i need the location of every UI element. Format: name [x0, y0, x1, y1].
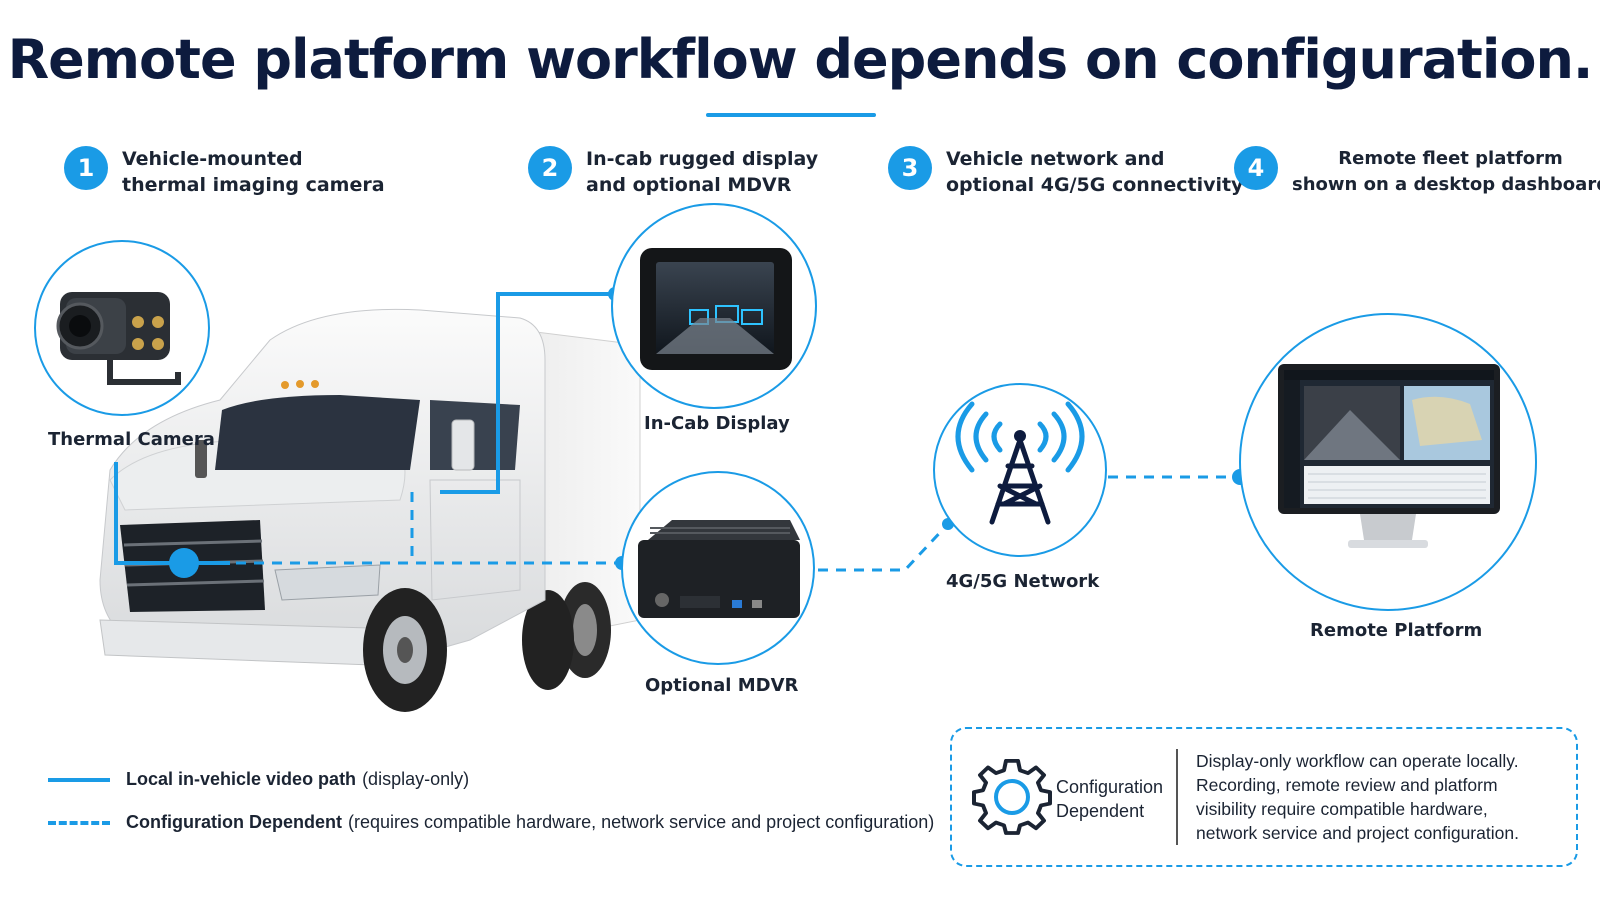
desktop-monitor-icon: [1278, 364, 1500, 548]
thermal-camera-icon: [56, 292, 181, 385]
step-1-line1: Vehicle-mounted: [122, 148, 303, 170]
step-2-text: In-cab rugged display and optional MDVR: [586, 146, 818, 198]
step-3: 3 Vehicle network and optional 4G/5G con…: [888, 146, 1243, 198]
configuration-note-title: Configuration Dependent: [1056, 775, 1163, 823]
step-3-number: 3: [888, 146, 932, 190]
step-4-number: 4: [1234, 146, 1278, 190]
configuration-note-title-line1: Configuration: [1056, 777, 1164, 797]
page-title: Remote platform workflow depends on conf…: [7, 28, 1594, 91]
step-4-text: Remote fleet platform shown on a desktop…: [1292, 146, 1600, 198]
legend-dashed-line: [48, 820, 110, 825]
in-cab-display-label: In-Cab Display: [644, 413, 790, 434]
step-4: 4 Remote fleet platform shown on a deskt…: [1234, 146, 1600, 198]
configuration-note-box: Configuration Dependent Display-only wor…: [950, 727, 1578, 867]
step-1-text: Vehicle-mounted thermal imaging camera: [122, 146, 385, 198]
configuration-note-line: visibility require compatible hardware,: [1196, 799, 1488, 819]
configuration-note-line: network service and project configuratio…: [1196, 823, 1519, 843]
configuration-note-line: Recording, remote review and platform: [1196, 775, 1498, 795]
step-4-line1: Remote fleet platform: [1338, 148, 1563, 169]
legend-solid-title: Local in-vehicle video path: [126, 769, 357, 789]
legend-dashed-title: Configuration Dependent: [126, 812, 342, 832]
step-3-line2: optional 4G/5G connectivity: [946, 174, 1244, 196]
step-1-number: 1: [64, 146, 108, 190]
legend-solid: Local in-vehicle video path (display-onl…: [48, 769, 469, 790]
step-3-line1: Vehicle network and: [946, 148, 1165, 170]
legend-dashed: Configuration Dependent (requires compat…: [48, 812, 934, 833]
mdvr-icon: [638, 520, 800, 618]
legend-dashed-note: (requires compatible hardware, network s…: [347, 812, 935, 832]
legend-solid-line: [48, 777, 110, 782]
step-1: 1 Vehicle-mounted thermal imaging camera: [64, 146, 385, 198]
optional-mdvr-label: Optional MDVR: [645, 675, 799, 696]
in-cab-display-node: [611, 203, 817, 409]
legend-solid-note: (display-only): [362, 769, 470, 789]
gear-icon: [972, 759, 1052, 835]
step-1-line2: thermal imaging camera: [122, 174, 385, 196]
network-node: [933, 383, 1107, 557]
step-2: 2 In-cab rugged display and optional MDV…: [528, 146, 818, 198]
cell-tower-icon: [955, 401, 1085, 525]
configuration-note-description: Display-only workflow can operate locall…: [1196, 749, 1566, 845]
thermal-camera-node: [34, 240, 210, 416]
solid-path-camera: [114, 462, 184, 565]
dashed-path-network: [818, 522, 950, 572]
thermal-camera-label: Thermal Camera: [48, 429, 215, 450]
mdvr-node: [621, 471, 815, 665]
configuration-note-title-line2: Dependent: [1056, 801, 1145, 821]
title-underline: [706, 113, 876, 117]
remote-platform-label: Remote Platform: [1310, 620, 1483, 641]
connection-hub: [169, 548, 199, 578]
step-2-line1: In-cab rugged display: [586, 148, 819, 170]
step-2-number: 2: [528, 146, 572, 190]
step-2-line2: and optional MDVR: [586, 174, 792, 196]
rugged-display-icon: [640, 248, 792, 370]
configuration-note-divider: [1176, 749, 1178, 845]
step-4-line2: shown on a desktop dashboard: [1292, 174, 1600, 195]
network-label: 4G/5G Network: [946, 571, 1100, 592]
configuration-note-line: Display-only workflow can operate locall…: [1196, 751, 1519, 771]
remote-platform-node: [1239, 313, 1537, 611]
step-3-text: Vehicle network and optional 4G/5G conne…: [946, 146, 1243, 198]
